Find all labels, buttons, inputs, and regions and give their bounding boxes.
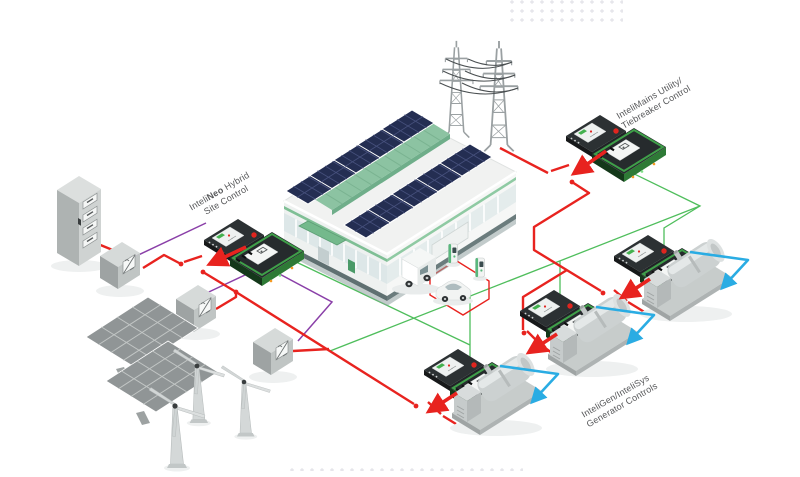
- entrance-door: [318, 246, 329, 266]
- feedback-arrows: [499, 250, 750, 405]
- power-wires: [439, 58, 519, 95]
- intelimains-utility-controller: [564, 113, 668, 184]
- delivery-van: [392, 248, 440, 295]
- plus-pattern-top: [505, 0, 623, 27]
- label-site-control: InteliNeo Hybrid Site Control: [187, 168, 259, 221]
- ev-area: [392, 243, 488, 306]
- electric-car: [433, 280, 473, 306]
- transmission-tower: [479, 40, 519, 153]
- battery-storage-cabinet: [51, 176, 107, 272]
- inverter-battery: [95, 241, 145, 298]
- command-arrows: [206, 149, 651, 414]
- plus-pattern-bottom: [289, 464, 523, 471]
- green-skylight: [306, 118, 450, 215]
- ev-power-loop: [429, 241, 490, 316]
- inverter-wind: [248, 327, 298, 384]
- entrance-awning: [298, 220, 347, 246]
- battery-modules: [82, 192, 98, 249]
- label-utility-control: InteliMains Utility/ Tiebreaker Control: [614, 74, 692, 131]
- transmission-towers: [439, 40, 519, 153]
- label-generator-controls: InteliGen/InteliSys Generator Controls: [579, 371, 659, 429]
- ev-charger: [472, 257, 488, 282]
